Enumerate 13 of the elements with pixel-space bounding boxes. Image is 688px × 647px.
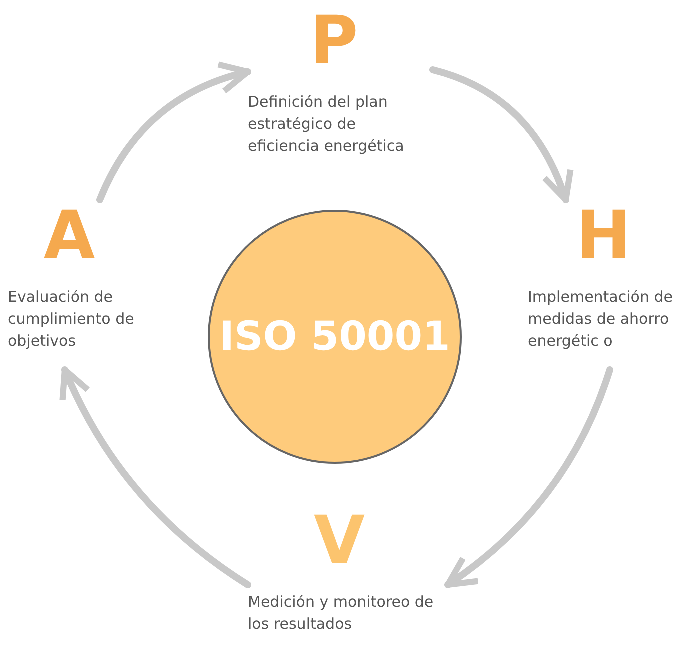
step-description: Definición del plan estratégico de eficiencia energética (248, 92, 406, 157)
curved-arrow (60, 366, 252, 588)
step-description: Evaluación de cumplimiento de objetivos (8, 287, 136, 352)
curved-arrow (444, 366, 614, 588)
step-description: Medición y monitoreo de los resultados (248, 592, 435, 635)
curved-arrow (430, 66, 573, 204)
step-letter: V (313, 505, 366, 577)
step-letter: P (309, 5, 358, 77)
center-label: ISO 50001 (220, 314, 450, 360)
curved-arrow (96, 62, 252, 204)
step-letter: H (575, 200, 632, 272)
step-description: Implementación de medidas de ahorro energétic o (528, 287, 674, 352)
step-letter: A (43, 200, 96, 272)
